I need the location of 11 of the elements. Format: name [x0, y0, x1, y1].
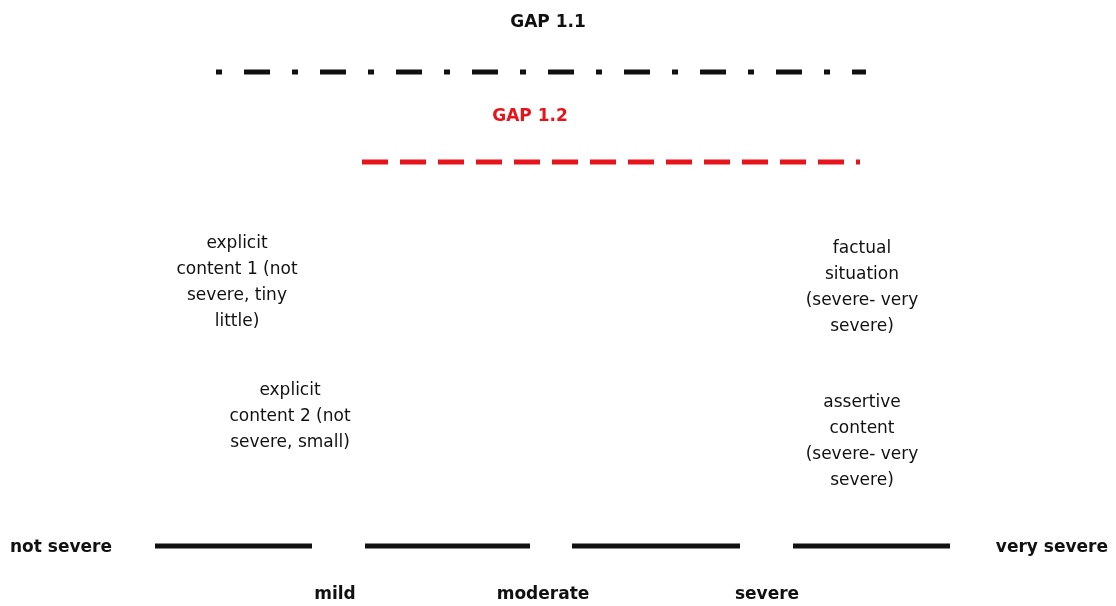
annotation-text: explicit content 2 (not severe, small) — [228, 378, 352, 453]
scale-label: severe — [734, 582, 800, 605]
scale-label: very severe — [995, 535, 1108, 558]
gap-label: GAP 1.2 — [492, 104, 568, 127]
scale-label: mild — [314, 582, 356, 605]
scale-label: moderate — [496, 582, 590, 605]
scale-label: not severe — [10, 535, 112, 558]
annotation-text: factual situation (severe- very severe) — [804, 236, 920, 337]
gap-label: GAP 1.1 — [510, 10, 586, 33]
annotation-text: assertive content (severe- very severe) — [804, 390, 920, 491]
annotation-text: explicit content 1 (not severe, tiny little) — [175, 231, 299, 332]
